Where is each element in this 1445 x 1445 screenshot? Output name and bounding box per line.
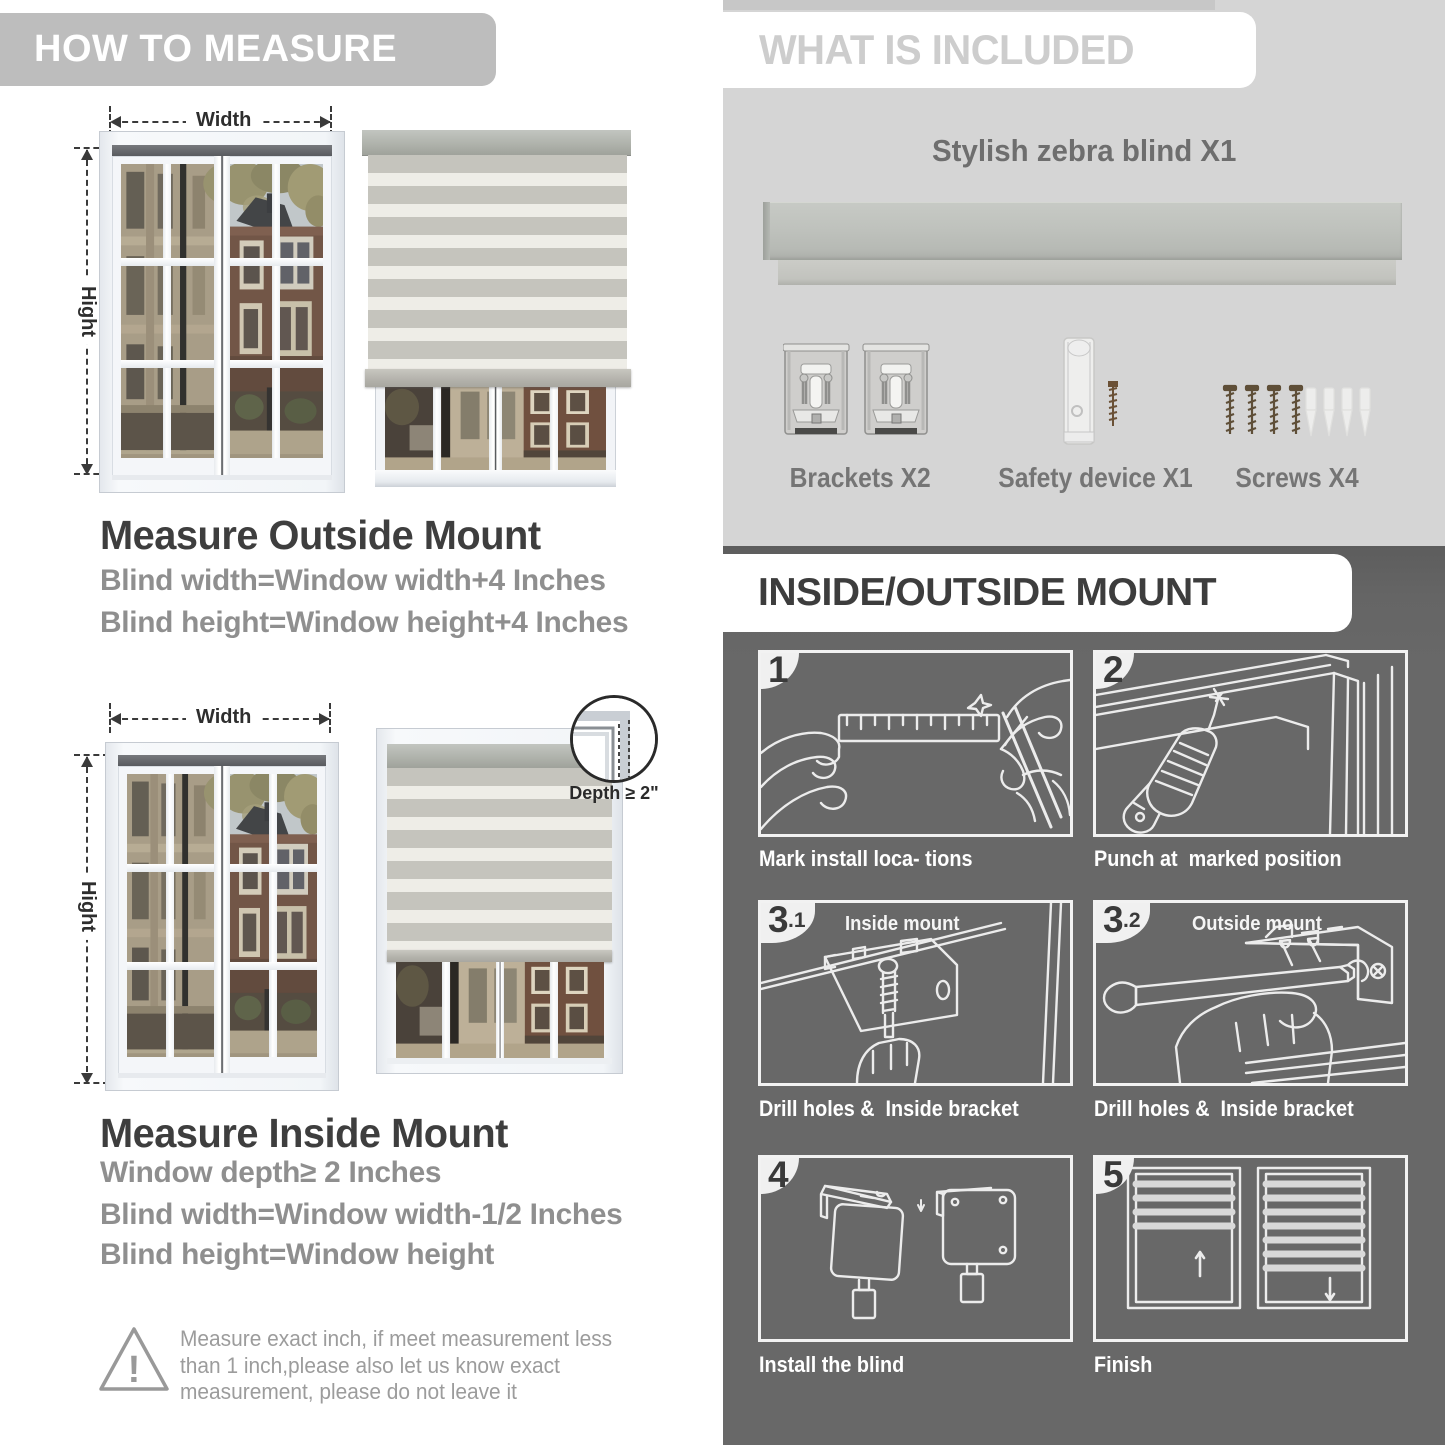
svg-text:!: !	[128, 1349, 141, 1391]
